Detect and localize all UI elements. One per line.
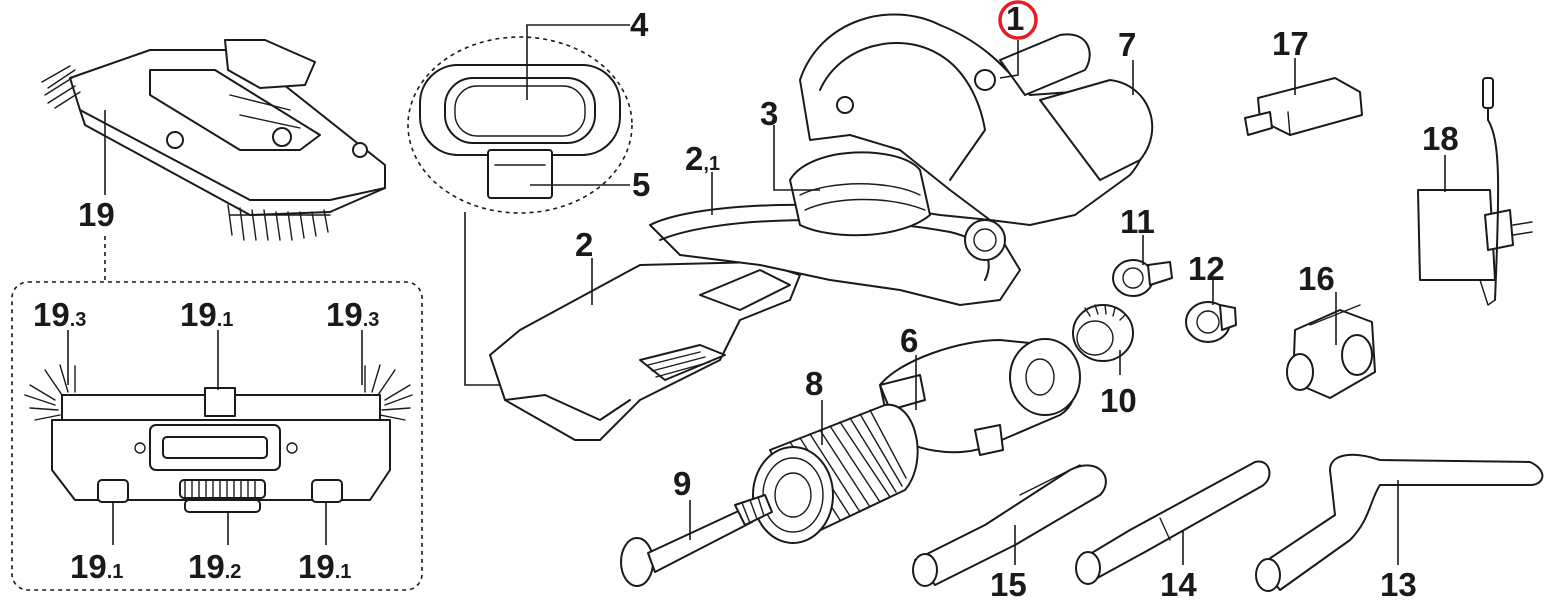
pleated-filter	[752, 403, 919, 544]
nozzle-inlet-detail	[419, 64, 621, 199]
floor-head-assembly	[41, 39, 386, 241]
label-19-2: 19.2	[188, 548, 241, 585]
label-19-1-right: 19.1	[298, 548, 351, 585]
detail-circle-4-5	[407, 36, 633, 214]
label-4: 4	[630, 6, 649, 43]
label-12: 12	[1188, 250, 1225, 287]
highlight-circle	[998, 0, 1038, 40]
floor-head-underside	[24, 364, 413, 513]
label-19-1-left: 19.1	[70, 548, 123, 585]
label-18: 18	[1422, 120, 1459, 157]
extension-tube-14	[1075, 460, 1271, 585]
label-19: 19	[78, 196, 115, 233]
wheel-11	[1112, 259, 1173, 297]
label-17: 17	[1272, 25, 1309, 62]
filter-housing	[879, 338, 1081, 456]
label-19-3-right: 19.3	[326, 296, 379, 333]
label-6: 6	[900, 322, 918, 359]
wheel-10	[1072, 304, 1134, 362]
label-8: 8	[805, 365, 823, 402]
vacuum-main-body	[489, 13, 1154, 441]
label-5: 5	[632, 166, 650, 203]
label-11: 11	[1120, 203, 1155, 240]
label-15: 15	[990, 566, 1027, 600]
label-3: 3	[760, 95, 778, 132]
crevice-tool-15	[912, 464, 1107, 587]
label-19-1-top: 19.1	[180, 296, 233, 333]
label-16: 16	[1298, 260, 1335, 297]
label-2: 2	[575, 226, 593, 263]
label-7: 7	[1118, 26, 1136, 63]
label-10: 10	[1100, 382, 1137, 419]
battery-17	[1244, 77, 1363, 136]
label-14: 14	[1160, 566, 1197, 600]
filter-rod	[620, 494, 773, 587]
wheel-12	[1185, 301, 1237, 343]
clip-16	[1286, 304, 1376, 399]
label-19-3-left: 19.3	[33, 296, 86, 333]
handle-tube-13	[1255, 453, 1544, 592]
label-1: 1	[1006, 0, 1024, 37]
charger-18	[1417, 77, 1533, 306]
label-9: 9	[673, 465, 691, 502]
label-2-1: 2,1	[685, 140, 720, 177]
label-13: 13	[1380, 566, 1417, 600]
